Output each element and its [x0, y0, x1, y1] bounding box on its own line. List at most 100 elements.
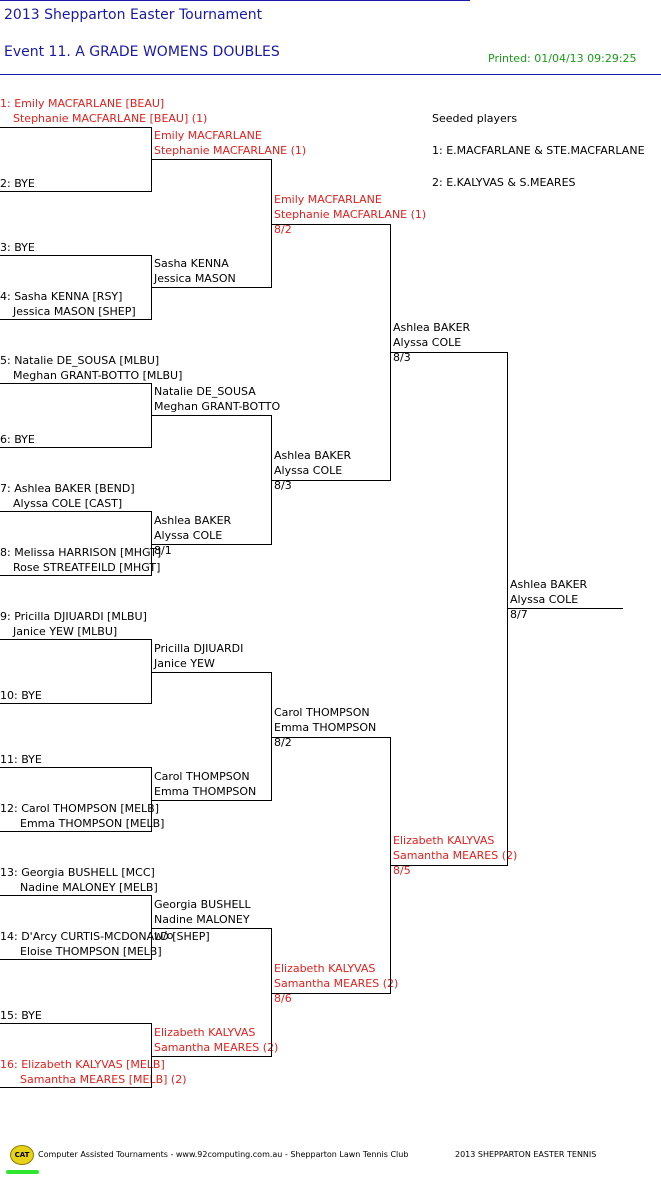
r2-entry-5-player-1: Pricilla DJIUARDI [154, 642, 244, 655]
r2-entry-4-player-2: Alyssa COLE [154, 529, 223, 542]
r2-entry-4-player-1: Ashlea BAKER [154, 514, 232, 527]
r3-entry-1-score: 8/2 [274, 223, 292, 236]
r4-entry-1-player-2: Alyssa COLE [393, 336, 462, 349]
r3-entry-3-player-1: Carol THOMPSON [274, 706, 370, 719]
r2-entry-7-player-2: Nadine MALONEY [154, 913, 250, 926]
final-score: 8/7 [510, 608, 528, 621]
r4-connector [507, 352, 508, 866]
printed-timestamp: Printed: 01/04/13 09:29:25 [488, 52, 637, 65]
r1-connector-7 [151, 895, 152, 960]
r3-line-1 [271, 224, 390, 225]
r2-entry-4-score: 8/1 [154, 544, 172, 557]
r1-entry-13-player-2: Nadine MALONEY [MELB] [20, 881, 158, 894]
tournament-title: 2013 Shepparton Easter Tournament [4, 7, 263, 23]
r1-entry-5-player-1: 5: Natalie DE_SOUSA [MLBU] [0, 354, 160, 367]
r1-entry-3-player-1: 3: BYE [0, 241, 35, 254]
event-title: Event 11. A GRADE WOMENS DOUBLES [4, 44, 280, 60]
final-player-2: Alyssa COLE [510, 593, 579, 606]
r2-entry-7-player-1: Georgia BUSHELL [154, 898, 251, 911]
r1-entry-1-player-2: Stephanie MACFARLANE [BEAU] (1) [13, 112, 208, 125]
r1-entry-16-player-2: Samantha MEARES [MELB] (2) [20, 1073, 187, 1086]
r1-line-9 [0, 639, 151, 640]
r1-entry-8-player-2: Rose STREATFEILD [MHGT] [13, 561, 161, 574]
r4-line-1 [390, 352, 507, 353]
r1-entry-8-player-1: 8: Melissa HARRISON [MHGT] [0, 546, 162, 559]
seed-2: 2: E.KALYVAS & S.MEARES [432, 176, 576, 189]
r1-line-1 [0, 127, 151, 128]
r3-entry-1-player-1: Emily MACFARLANE [274, 193, 382, 206]
r2-line-7 [151, 928, 271, 929]
r1-entry-4-player-1: 4: Sasha KENNA [RSY] [0, 290, 123, 303]
r2-entry-2-player-1: Sasha KENNA [154, 257, 229, 270]
r1-entry-6-player-1: 6: BYE [0, 433, 35, 446]
r1-connector-4 [151, 511, 152, 576]
footer-event-name: 2013 SHEPPARTON EASTER TENNIS [455, 1150, 597, 1159]
r2-entry-6-player-1: Carol THOMPSON [154, 770, 250, 783]
r2-line-2 [151, 287, 271, 288]
r2-line-1 [151, 159, 271, 160]
r1-line-4 [0, 319, 151, 320]
final-line [507, 608, 623, 609]
r4-entry-2-player-2: Samantha MEARES (2) [393, 849, 518, 862]
r2-entry-2-player-2: Jessica MASON [154, 272, 236, 285]
r1-entry-15-player-1: 15: BYE [0, 1009, 42, 1022]
seed-1: 1: E.MACFARLANE & STE.MACFARLANE [432, 144, 645, 157]
r3-entry-3-score: 8/2 [274, 736, 292, 749]
r1-line-8 [0, 575, 151, 576]
header-rule [0, 74, 661, 75]
r4-entry-1-player-1: Ashlea BAKER [393, 321, 471, 334]
r3-line-3 [271, 737, 390, 738]
r3-entry-3-player-2: Emma THOMPSON [274, 721, 377, 734]
r2-entry-7-score: w/o [154, 929, 174, 942]
r1-entry-10-player-1: 10: BYE [0, 689, 42, 702]
header-top-rule [0, 0, 470, 1]
r1-line-15 [0, 1023, 151, 1024]
r1-entry-5-player-2: Meghan GRANT-BOTTO [MLBU] [13, 369, 183, 382]
r2-entry-5-player-2: Janice YEW [154, 657, 215, 670]
r3-entry-2-player-1: Ashlea BAKER [274, 449, 352, 462]
r1-entry-9-player-1: 9: Pricilla DJIUARDI [MLBU] [0, 610, 147, 623]
r1-line-5 [0, 383, 151, 384]
seeds-title: Seeded players [432, 112, 518, 125]
footer-credits: Computer Assisted Tournaments - www.92co… [38, 1150, 409, 1159]
r4-line-2 [390, 865, 507, 866]
r2-entry-8-player-1: Elizabeth KALYVAS [154, 1026, 256, 1039]
r1-entry-2-player-1: 2: BYE [0, 177, 35, 190]
r1-entry-14-player-2: Eloise THOMPSON [MELB] [20, 945, 162, 958]
r1-line-12 [0, 831, 151, 832]
r2-line-5 [151, 672, 271, 673]
r3-entry-4-player-2: Samantha MEARES (2) [274, 977, 399, 990]
r2-connector-4 [271, 928, 272, 1057]
r1-line-16 [0, 1087, 151, 1088]
r1-line-6 [0, 447, 151, 448]
r1-entry-11-player-1: 11: BYE [0, 753, 42, 766]
final-player-1: Ashlea BAKER [510, 578, 588, 591]
r1-entry-7-player-2: Alyssa COLE [CAST] [13, 497, 123, 510]
r1-line-7 [0, 511, 151, 512]
r3-line-2 [271, 480, 390, 481]
r2-connector-1 [271, 159, 272, 288]
r3-entry-2-score: 8/3 [274, 479, 292, 492]
r2-line-8 [151, 1056, 271, 1057]
r1-entry-12-player-1: 12: Carol THOMPSON [MELB] [0, 802, 160, 815]
r1-entry-9-player-2: Janice YEW [MLBU] [13, 625, 118, 638]
r1-entry-4-player-2: Jessica MASON [SHEP] [13, 305, 136, 318]
r3-entry-1-player-2: Stephanie MACFARLANE (1) [274, 208, 427, 221]
r1-line-13 [0, 895, 151, 896]
r1-connector-6 [151, 767, 152, 832]
r2-entry-6-player-2: Emma THOMPSON [154, 785, 257, 798]
r1-connector-8 [151, 1023, 152, 1088]
r1-entry-16-player-1: 16: Elizabeth KALYVAS [MELB] [0, 1058, 165, 1071]
r2-line-4 [151, 544, 271, 545]
r1-line-3 [0, 255, 151, 256]
r1-entry-12-player-2: Emma THOMPSON [MELB] [20, 817, 165, 830]
r1-line-2 [0, 191, 151, 192]
r1-entry-1-player-1: 1: Emily MACFARLANE [BEAU] [0, 97, 165, 110]
r1-line-14 [0, 959, 151, 960]
r2-connector-3 [271, 672, 272, 801]
r4-entry-1-score: 8/3 [393, 351, 411, 364]
r1-entry-7-player-1: 7: Ashlea BAKER [BEND] [0, 482, 135, 495]
r1-connector-5 [151, 639, 152, 704]
r2-entry-1-player-1: Emily MACFARLANE [154, 129, 262, 142]
cat-logo-underline [6, 1170, 39, 1174]
